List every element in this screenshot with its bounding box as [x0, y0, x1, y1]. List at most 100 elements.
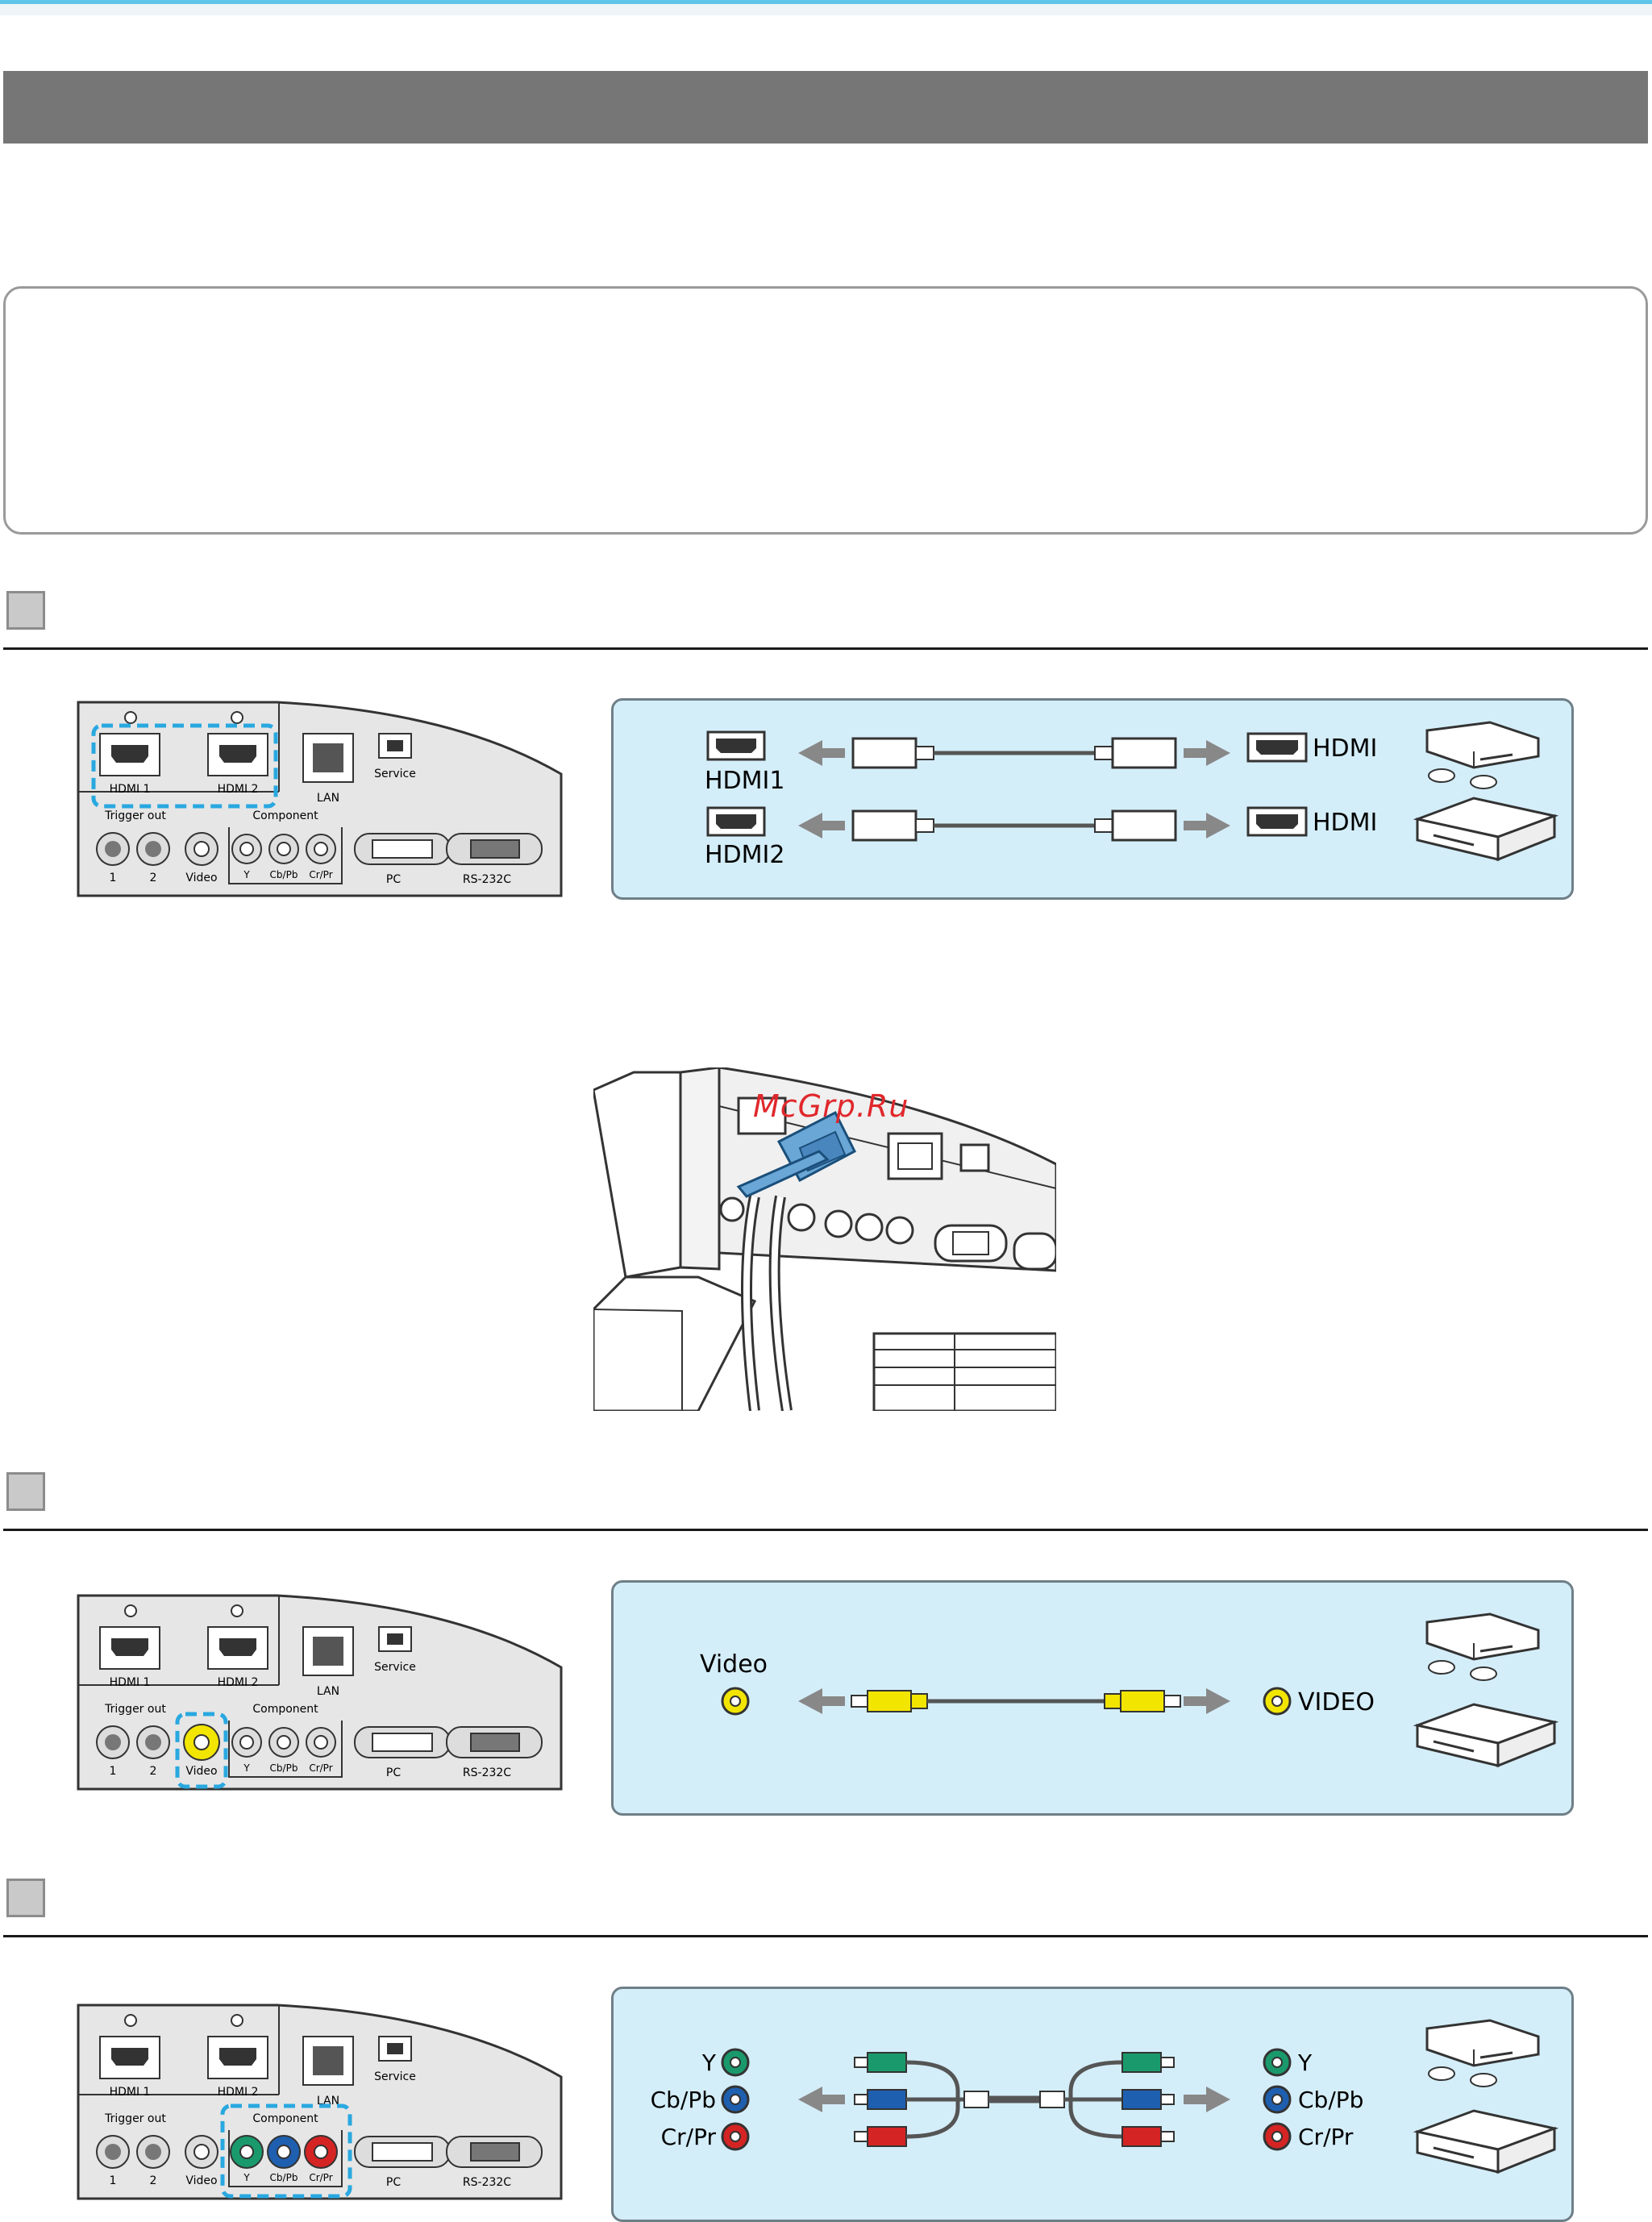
comp-cb-label: Cb/Pb — [270, 869, 298, 880]
arrow-right-icon — [1206, 1688, 1230, 1714]
lan-label: LAN — [317, 792, 339, 805]
arrow-left-icon — [798, 813, 822, 838]
hdmi-connection-diagram: HDMI1 HDMI2 HDMI HDMI — [705, 721, 1559, 869]
section-marker-hdmi — [6, 591, 45, 630]
service-label: Service — [374, 768, 416, 780]
rs232c-label: RS-232C — [463, 2176, 511, 2189]
arrow-left-icon — [798, 740, 822, 766]
pc-label: PC — [386, 2176, 401, 2189]
section-rule-component — [3, 1935, 1648, 1937]
media-player-icon — [1413, 2109, 1559, 2174]
projector-rear-panel-video: HDMI 1 HDMI 2 LAN Service Trigger out 1 … — [77, 1594, 563, 1791]
component-connection-diagram: Y Cb/Pb Cr/Pr Y Cb/Pb Cr/Pr — [651, 2019, 1559, 2174]
component-label: Component — [252, 2112, 318, 2125]
section-rule-video — [3, 1529, 1648, 1531]
game-console-icon — [1425, 1612, 1540, 1681]
trigger-out-label: Trigger out — [104, 1703, 166, 1716]
comp-cb-diagram-label: Cb/Pb — [651, 2087, 716, 2113]
hdmi-plug-icon — [851, 737, 918, 769]
comp-cb-label: Cb/Pb — [270, 1762, 298, 1774]
comp-cr-label: Cr/Pr — [309, 869, 332, 880]
component-label: Component — [252, 809, 318, 822]
trigger-1-label: 1 — [110, 872, 117, 884]
hdmi-connection-panel — [611, 698, 1574, 900]
video-port-label: Video — [185, 872, 217, 884]
device-hdmi-label-1: HDMI — [1313, 734, 1377, 763]
projector-rear-panel-component: HDMI 1 HDMI 2 LAN Service Trigger out 1 … — [77, 2004, 563, 2200]
top-accent-line — [0, 0, 1652, 4]
trigger-out-label: Trigger out — [104, 2112, 166, 2125]
device-comp-cb-label: Cb/Pb — [1298, 2087, 1363, 2113]
arrow-left-icon — [798, 1688, 822, 1714]
comp-cb-label: Cb/Pb — [270, 2172, 298, 2183]
note-box — [3, 286, 1648, 535]
projector-rear-panel-hdmi: HDMI 1 HDMI 2 LAN Service Trigger out 1 … — [77, 701, 563, 897]
watermark-text: McGrp.Ru — [753, 1088, 909, 1124]
rs232c-label: RS-232C — [463, 1766, 511, 1779]
device-hdmi-label-2: HDMI — [1313, 809, 1377, 837]
game-console-icon — [1425, 2019, 1540, 2087]
rca-yellow-plug-icon — [1104, 1690, 1181, 1712]
trigger-2-label: 2 — [150, 872, 157, 884]
hdmi-plug-icon — [1111, 737, 1177, 769]
arrow-left-icon — [798, 2087, 822, 2112]
component-connection-panel — [611, 1987, 1574, 2222]
hdmi-plug-icon — [1111, 809, 1177, 842]
section-marker-component — [6, 1879, 45, 1917]
video-connection-diagram: Video VIDEO — [700, 1612, 1559, 1768]
trigger-1-label: 1 — [110, 1765, 117, 1778]
service-label: Service — [374, 2070, 416, 2083]
video-diagram-label: Video — [700, 1650, 768, 1679]
hdmi1-port-label: HDMI 1 — [110, 783, 151, 796]
hdmi1-port-label: HDMI 1 — [110, 2086, 151, 2099]
hdmi1-port-label: HDMI 1 — [110, 1676, 151, 1689]
top-accent-band — [0, 4, 1652, 15]
arrow-right-icon — [1206, 2087, 1230, 2112]
device-video-label: VIDEO — [1298, 1688, 1375, 1716]
rca-red-plug-icon — [854, 2126, 907, 2147]
rca-green-plug-icon — [854, 2052, 907, 2073]
video-port-label: Video — [185, 1765, 217, 1778]
trigger-out-label: Trigger out — [104, 809, 166, 822]
rca-blue-plug-icon — [854, 2089, 907, 2110]
component-label: Component — [252, 1703, 318, 1716]
pc-label: PC — [386, 1766, 401, 1779]
arrow-right-icon — [1206, 740, 1230, 766]
comp-y-label: Y — [243, 2172, 250, 2183]
game-console-icon — [1425, 721, 1540, 789]
video-port-label: Video — [185, 2174, 217, 2187]
component-highlight — [220, 2103, 352, 2199]
rca-blue-plug-icon — [1121, 2089, 1175, 2110]
hdmi2-port-label: HDMI 2 — [218, 1676, 259, 1689]
device-comp-y-label: Y — [1297, 2049, 1313, 2076]
comp-cr-diagram-label: Cr/Pr — [661, 2124, 717, 2150]
trigger-1-label: 1 — [110, 2174, 117, 2187]
hdmi2-diagram-label: HDMI2 — [705, 841, 784, 869]
hdmi1-diagram-label: HDMI1 — [705, 767, 784, 795]
trigger-2-label: 2 — [150, 2174, 157, 2187]
hdmi2-port-label: HDMI 2 — [218, 2086, 259, 2099]
rca-yellow-plug-icon — [851, 1690, 928, 1712]
media-player-icon — [1413, 797, 1559, 862]
cable-tie-icon — [736, 1150, 830, 1198]
comp-y-label: Y — [243, 1762, 250, 1774]
comp-cr-label: Cr/Pr — [309, 2172, 332, 2183]
lan-label: LAN — [317, 1685, 339, 1698]
media-player-icon — [1413, 1703, 1559, 1768]
rca-green-plug-icon — [1121, 2052, 1175, 2073]
rca-red-plug-icon — [1121, 2126, 1175, 2147]
section-marker-video — [6, 1472, 45, 1511]
comp-cr-label: Cr/Pr — [309, 1762, 332, 1774]
trigger-2-label: 2 — [150, 1765, 157, 1778]
video-highlight — [175, 1712, 228, 1789]
device-comp-cr-label: Cr/Pr — [1298, 2124, 1354, 2150]
section-title-banner — [3, 71, 1648, 144]
comp-y-diagram-label: Y — [701, 2049, 717, 2076]
comp-y-label: Y — [243, 869, 250, 880]
hdmi-highlight — [91, 723, 278, 809]
hdmi2-port-label: HDMI 2 — [218, 783, 259, 796]
section-rule-hdmi — [3, 647, 1648, 650]
service-label: Service — [374, 1661, 416, 1674]
hdmi-plug-icon — [851, 809, 918, 842]
rs232c-label: RS-232C — [463, 873, 511, 886]
